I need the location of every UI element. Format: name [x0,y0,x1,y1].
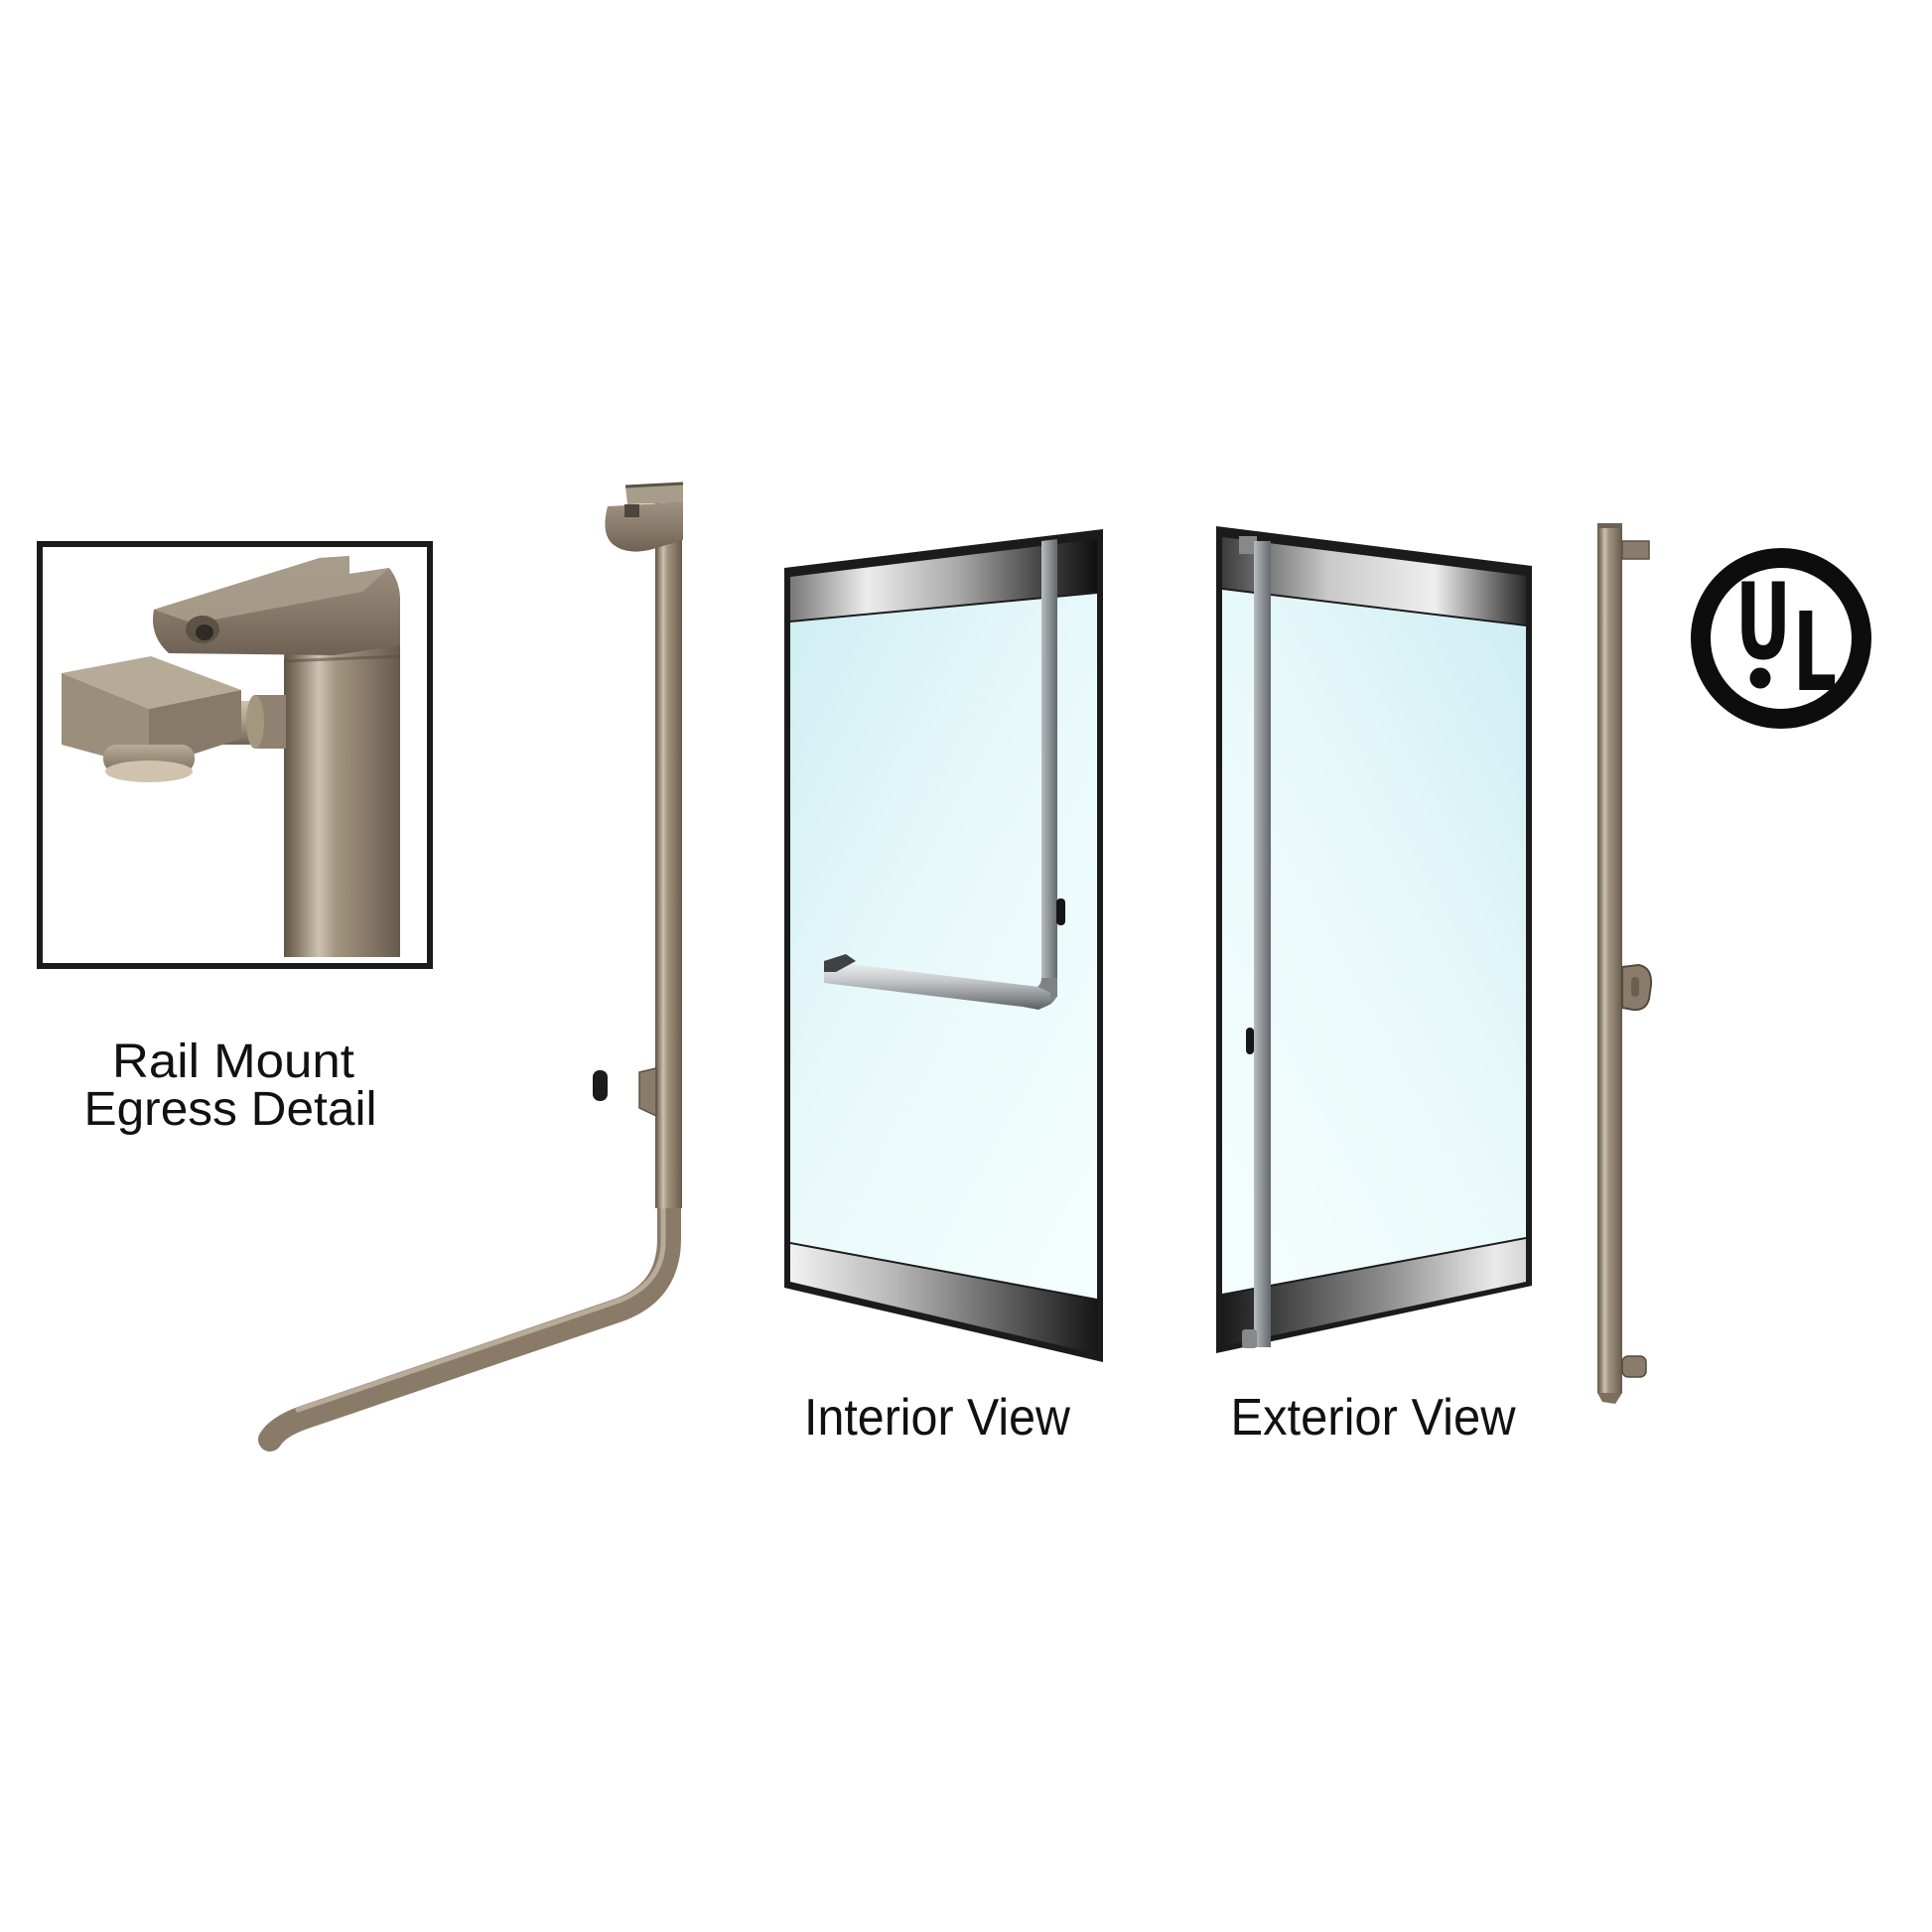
door-exterior-rail-bottom-foot [1242,1329,1257,1348]
door-exterior-bottom-band [1222,1239,1526,1346]
door-exterior-top-band [1222,537,1526,624]
door-exterior-latch-clip [1246,1028,1254,1054]
right-rail-top-stub [1621,540,1650,560]
egress-rail-hook-notch [624,504,639,517]
right-rail-bottom-stub [1621,1355,1647,1378]
door-interior-latch-clip [1056,898,1065,925]
egress-rail-mount-clip [638,1067,657,1118]
inset-caption-line1: Rail Mount [112,1035,354,1088]
egress-rail-tube [655,501,682,1208]
door-interior [784,529,1103,1362]
detail-block-top-face [62,656,241,709]
door-exterior-glass [1222,590,1526,1294]
ul-dot [1749,667,1771,689]
rail-mount-detail-inset [37,541,433,969]
interior-view-label: Interior View [804,1389,1070,1447]
ul-letter-l: L [1793,589,1837,716]
detail-pivot-collar-end [246,695,264,749]
right-rail-tube [1597,523,1622,1393]
door-exterior-pull-rail [1254,541,1271,1347]
ul-letter-u: U [1735,561,1791,683]
door-interior-handle-tip [824,954,856,972]
door-interior-egress-rail [1041,539,1057,999]
right-rail-top-cap [1597,523,1622,528]
egress-rail-strike-slot [593,1070,608,1101]
egress-rail-arm-highlight [295,1198,666,1413]
inset-caption-line2: Egress Detail [84,1083,377,1136]
door-interior-glass [790,594,1097,1299]
detail-rail-seam [283,654,401,663]
egress-rail-bend-arm [258,1184,681,1451]
right-rail-bottom-tip [1597,1393,1622,1404]
door-interior-bottom-band [790,1244,1097,1354]
ul-circle [1691,548,1871,729]
rail-standalone-right [1597,523,1653,1404]
door-interior-top-band [790,539,1097,621]
detail-cam-top-face [154,556,389,623]
exterior-view-label: Exterior View [1231,1389,1516,1447]
detail-block-foot-cap [105,760,193,782]
right-rail-mid-bracket-slot [1631,977,1639,997]
detail-rail [284,596,400,957]
ul-certification-mark: U L [1691,548,1871,729]
door-exterior [1216,526,1532,1353]
door-exterior-rail-top-bracket [1239,536,1257,554]
egress-rail-standalone-left [258,482,684,1451]
egress-rail-top-cap [625,483,683,504]
detail-screw-hole-center [196,624,213,640]
egress-rail-top-cap-edge [624,482,684,488]
door-interior-handle-arm [824,961,1051,1010]
